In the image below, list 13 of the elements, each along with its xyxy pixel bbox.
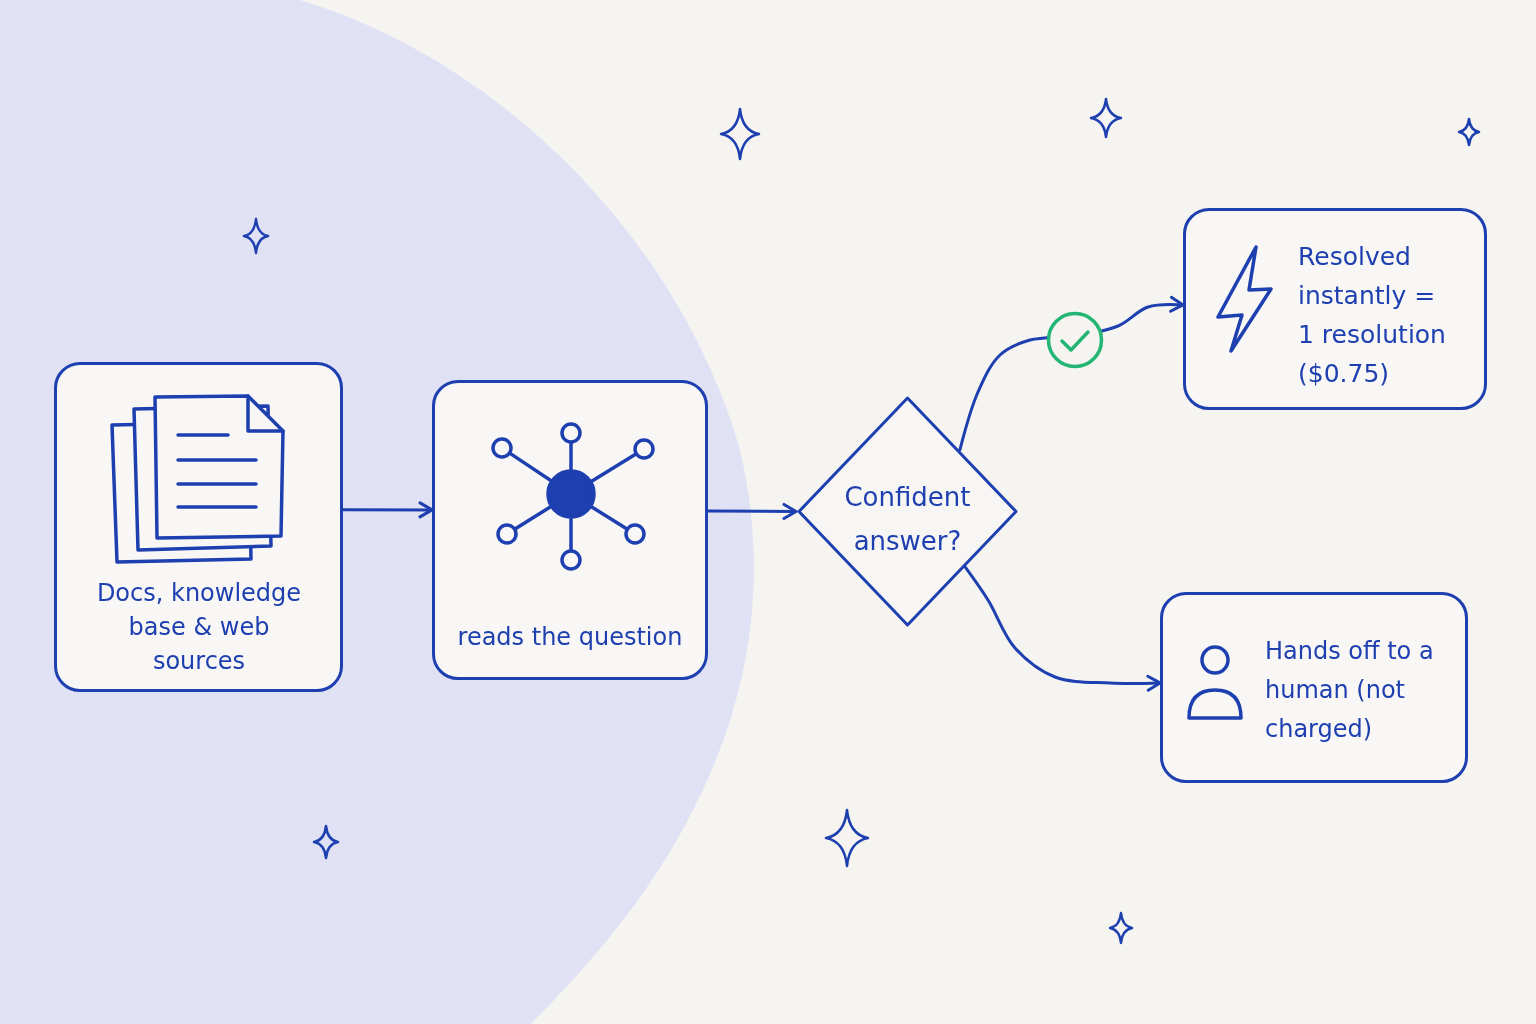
- step-label: Docs, knowledge base & web sources: [95, 578, 303, 677]
- arrow: [341, 501, 434, 519]
- arrow: [964, 565, 1162, 692]
- decision-label: Confident answer?: [843, 481, 972, 558]
- process-box: [432, 380, 708, 680]
- arrow: [706, 502, 798, 520]
- step-label: Hands off to a human (not charged): [1265, 636, 1435, 745]
- decision-diamond: [796, 395, 1019, 628]
- process-box: [1160, 592, 1468, 783]
- step-label: Resolved instantly = 1 resolution ($0.75): [1298, 241, 1447, 390]
- step-label: reads the question: [456, 622, 684, 653]
- process-box: [54, 362, 343, 692]
- process-box: [1183, 208, 1487, 410]
